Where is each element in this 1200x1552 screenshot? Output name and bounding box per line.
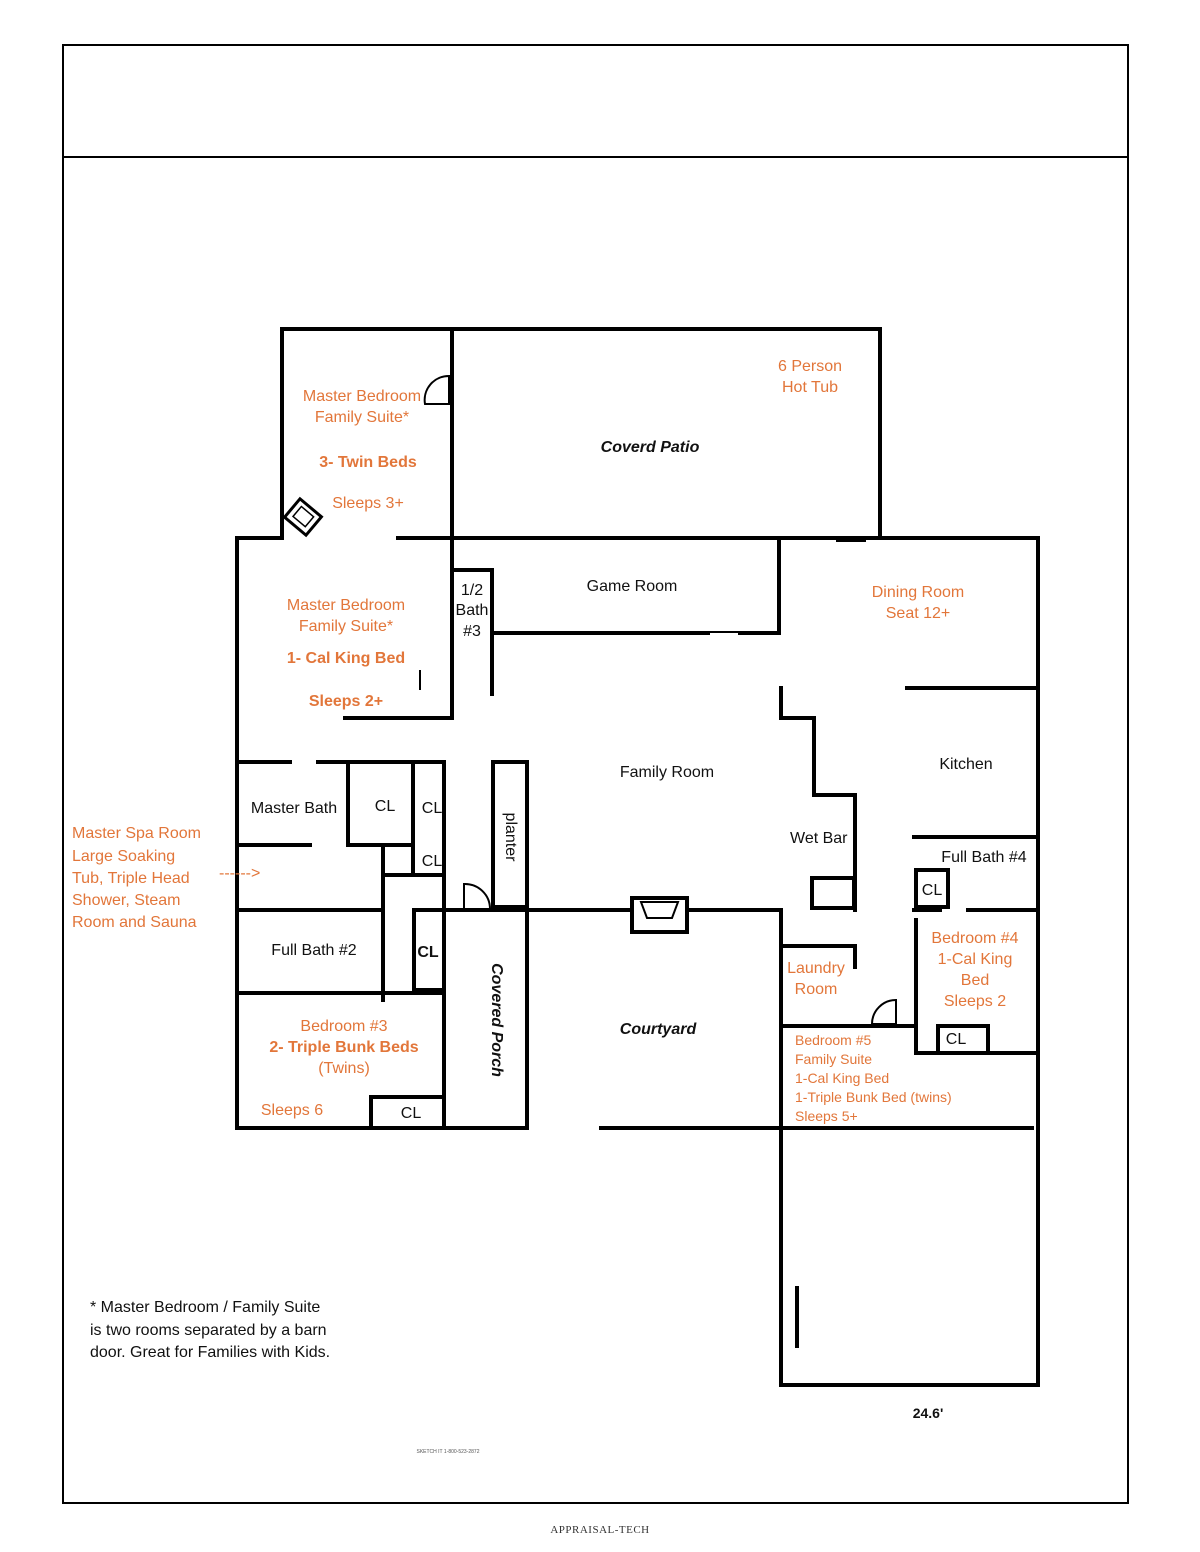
bedroom-5-label: Bedroom #5 Family Suite 1-Cal King Bed 1… [795,1032,952,1124]
closet-label: CL [417,944,439,961]
footnote: * Master Bedroom / Family Suite is two r… [90,1299,330,1361]
door-swings [423,374,897,1025]
laundry-room-label: Laundry Room [787,960,845,998]
walls [235,327,1040,1387]
closet-label: CL [422,853,443,870]
svg-text:Room and Sauna: Room and Sauna [72,914,197,931]
full-bath-2-label: Full Bath #2 [271,942,356,959]
closet-label: CL [922,882,943,899]
svg-text:Dining Room: Dining Room [872,584,964,601]
svg-text:1- Cal King Bed: 1- Cal King Bed [287,650,405,667]
door-icon[interactable] [423,374,450,405]
courtyard-label: Courtyard [620,1021,698,1038]
svg-text:Bedroom #5: Bedroom #5 [795,1032,871,1048]
svg-text:Seat 12+: Seat 12+ [886,605,951,622]
footer-credit: APPRAISAL-TECH [550,1524,650,1536]
svg-text:Sleeps 2+: Sleeps 2+ [309,693,383,710]
svg-text:door. Great for Families with: door. Great for Families with Kids. [90,1344,330,1361]
wet-bar-label: Wet Bar [790,830,848,847]
closet-labels: CL CL CL CL CL CL CL [375,798,967,1122]
svg-text:Large Soaking: Large Soaking [72,848,175,865]
svg-text:Bath: Bath [456,602,489,619]
sketch-credit: SKETCH IT 1-800-523-2872 [417,1449,480,1455]
svg-text:Sleeps 6: Sleeps 6 [261,1102,323,1119]
closet-label: CL [422,800,443,817]
svg-text:Sleeps 2: Sleeps 2 [944,993,1006,1010]
spa-arrow: ------> [219,865,260,882]
covered-porch-label: Covered Porch [488,963,505,1077]
full-bath-4-label: Full Bath #4 [941,849,1026,866]
master-suite-upper-label: Master Bedroom Family Suite* 3- Twin Bed… [303,388,421,512]
closet-label: CL [946,1031,967,1048]
svg-text:Bedroom #4: Bedroom #4 [931,930,1018,947]
kitchen-label: Kitchen [939,756,992,773]
svg-text:1-Cal King Bed: 1-Cal King Bed [795,1070,889,1086]
svg-text:Laundry: Laundry [787,960,845,977]
svg-text:Shower, Steam: Shower, Steam [72,892,181,909]
family-room-label: Family Room [620,764,714,781]
svg-text:Bedroom #3: Bedroom #3 [300,1018,387,1035]
closet-label: CL [401,1105,422,1122]
game-room-label: Game Room [587,578,678,595]
fireplace-icon [630,896,689,934]
svg-text:3- Twin Beds: 3- Twin Beds [319,454,417,471]
svg-text:Master Bedroom: Master Bedroom [303,388,421,405]
svg-text:(Twins): (Twins) [318,1060,370,1077]
door-icon[interactable] [463,882,492,910]
svg-text:Master Bedroom: Master Bedroom [287,597,405,614]
dining-room-label: Dining Room Seat 12+ [872,584,964,622]
door-icon[interactable] [870,998,897,1025]
svg-text:Family Suite: Family Suite [795,1051,872,1067]
planter-label: planter [502,813,519,863]
svg-text:1-Cal King: 1-Cal King [938,951,1013,968]
hot-tub-label: 6 Person Hot Tub [778,358,842,396]
svg-text:is two rooms separated by a ba: is two rooms separated by a barn [90,1322,327,1339]
svg-text:#3: #3 [463,623,481,640]
svg-text:1/2: 1/2 [461,582,483,599]
spa-note: Master Spa Room Large Soaking Tub, Tripl… [72,825,260,931]
page-frame [62,44,1129,1504]
bedroom-4-label: Bedroom #4 1-Cal King Bed Sleeps 2 [931,930,1018,1010]
thin-walls [419,537,866,690]
svg-text:Family Suite*: Family Suite* [299,618,393,635]
svg-text:Master Spa Room: Master Spa Room [72,825,201,842]
svg-text:1-Triple Bunk Bed (twins): 1-Triple Bunk Bed (twins) [795,1089,952,1105]
covered-patio-label: Coverd Patio [601,439,700,456]
bedroom-3-label: Bedroom #3 2- Triple Bunk Beds (Twins) S… [261,1018,419,1119]
svg-text:2- Triple Bunk Beds: 2- Triple Bunk Beds [269,1039,418,1056]
master-bath-label: Master Bath [251,800,337,817]
svg-text:Tub, Triple Head: Tub, Triple Head [72,870,190,887]
master-suite-lower-label: Master Bedroom Family Suite* 1- Cal King… [287,597,405,710]
tub-icon [282,496,324,538]
dimension-label: 24.6' [913,1405,944,1421]
svg-text:Bed: Bed [961,972,989,989]
closet-label: CL [375,798,396,815]
svg-text:Sleeps 5+: Sleeps 5+ [795,1108,858,1124]
svg-text:Hot Tub: Hot Tub [782,379,838,396]
half-bath-label: 1/2 Bath #3 [456,582,489,640]
svg-text:Sleeps 3+: Sleeps 3+ [332,495,404,512]
svg-text:Family Suite*: Family Suite* [315,409,409,426]
svg-text:6 Person: 6 Person [778,358,842,375]
svg-text:Room: Room [795,981,838,998]
svg-text:* Master Bedroom / Family Suit: * Master Bedroom / Family Suite [90,1299,320,1316]
